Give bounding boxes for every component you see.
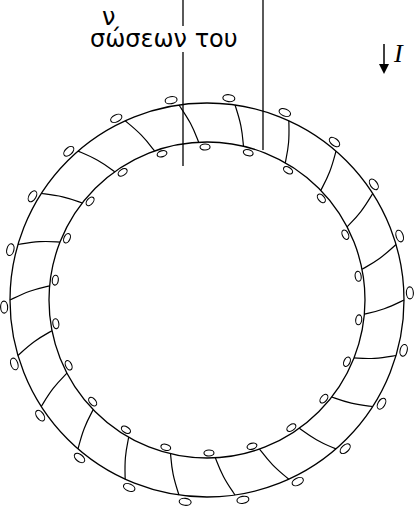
winding-loop bbox=[341, 229, 351, 241]
winding-loop bbox=[120, 425, 132, 435]
winding-turn bbox=[171, 454, 179, 495]
winding-loop bbox=[73, 451, 87, 464]
winding-loop bbox=[406, 287, 413, 299]
winding-loop bbox=[62, 232, 72, 244]
winding-loop bbox=[200, 144, 210, 150]
winding-loop bbox=[52, 318, 59, 329]
winding-loop bbox=[156, 149, 167, 158]
winding-turn bbox=[125, 121, 154, 151]
winding-loop bbox=[26, 189, 38, 203]
toroid-inner-edge bbox=[49, 142, 365, 458]
winding-turn bbox=[10, 286, 50, 300]
winding-turn bbox=[299, 428, 336, 449]
winding-turn bbox=[41, 193, 82, 202]
winding-loop bbox=[243, 148, 254, 156]
winding-loop bbox=[5, 243, 15, 256]
lead-wire bbox=[262, 0, 263, 150]
winding-turn bbox=[321, 151, 336, 190]
winding-loop bbox=[342, 356, 352, 368]
current-arrowhead bbox=[379, 64, 389, 74]
winding-loop bbox=[316, 193, 327, 204]
winding-loop bbox=[399, 344, 409, 357]
winding-turn bbox=[18, 241, 60, 244]
current-symbol: I bbox=[392, 40, 405, 69]
winding-loop bbox=[34, 409, 47, 423]
winding-loop bbox=[9, 357, 19, 371]
winding-turn bbox=[78, 151, 115, 172]
winding-turn bbox=[354, 356, 396, 359]
winding-turn bbox=[364, 300, 404, 314]
lead-wire bbox=[182, 0, 183, 166]
winding-turn bbox=[332, 397, 373, 406]
winding-turn bbox=[125, 437, 129, 479]
winding-loop bbox=[0, 301, 7, 313]
winding-loop bbox=[204, 450, 214, 456]
winding-turn bbox=[41, 373, 67, 406]
winding-turn bbox=[347, 193, 373, 226]
winding-loop bbox=[117, 167, 129, 178]
winding-loop bbox=[236, 495, 249, 504]
winding-loop bbox=[246, 442, 257, 451]
winding-loop bbox=[62, 145, 76, 158]
winding-loop bbox=[318, 393, 329, 405]
winding-loop bbox=[122, 482, 136, 493]
winding-loop bbox=[291, 476, 305, 488]
toroid-outer-edge bbox=[10, 103, 404, 497]
winding-turn bbox=[18, 331, 52, 356]
coil-windings bbox=[0, 94, 413, 506]
winding-loop bbox=[394, 229, 404, 243]
winding-loop bbox=[282, 165, 294, 175]
winding-turn bbox=[285, 121, 289, 163]
winding-loop bbox=[165, 96, 178, 105]
winding-loop bbox=[278, 107, 292, 118]
winding-loop bbox=[368, 177, 381, 191]
winding-loop bbox=[179, 498, 192, 506]
winding-loop bbox=[222, 94, 235, 102]
winding-turn bbox=[179, 105, 199, 142]
winding-turn bbox=[215, 458, 235, 495]
winding-loop bbox=[52, 275, 59, 286]
winding-loop bbox=[354, 271, 361, 282]
text-fragment: σώσεων του bbox=[88, 26, 240, 52]
winding-loop bbox=[85, 196, 96, 208]
winding-loop bbox=[160, 443, 171, 451]
winding-turn bbox=[259, 449, 288, 479]
winding-turn bbox=[362, 244, 396, 269]
winding-turn bbox=[235, 105, 243, 146]
winding-loop bbox=[109, 113, 123, 125]
winding-loop bbox=[87, 396, 98, 407]
winding-loop bbox=[338, 442, 352, 455]
winding-loop bbox=[328, 136, 342, 149]
winding-turn bbox=[78, 410, 93, 449]
winding-loop bbox=[375, 397, 387, 411]
winding-loop bbox=[355, 314, 362, 325]
winding-loop bbox=[64, 360, 74, 372]
winding-loop bbox=[286, 422, 298, 433]
